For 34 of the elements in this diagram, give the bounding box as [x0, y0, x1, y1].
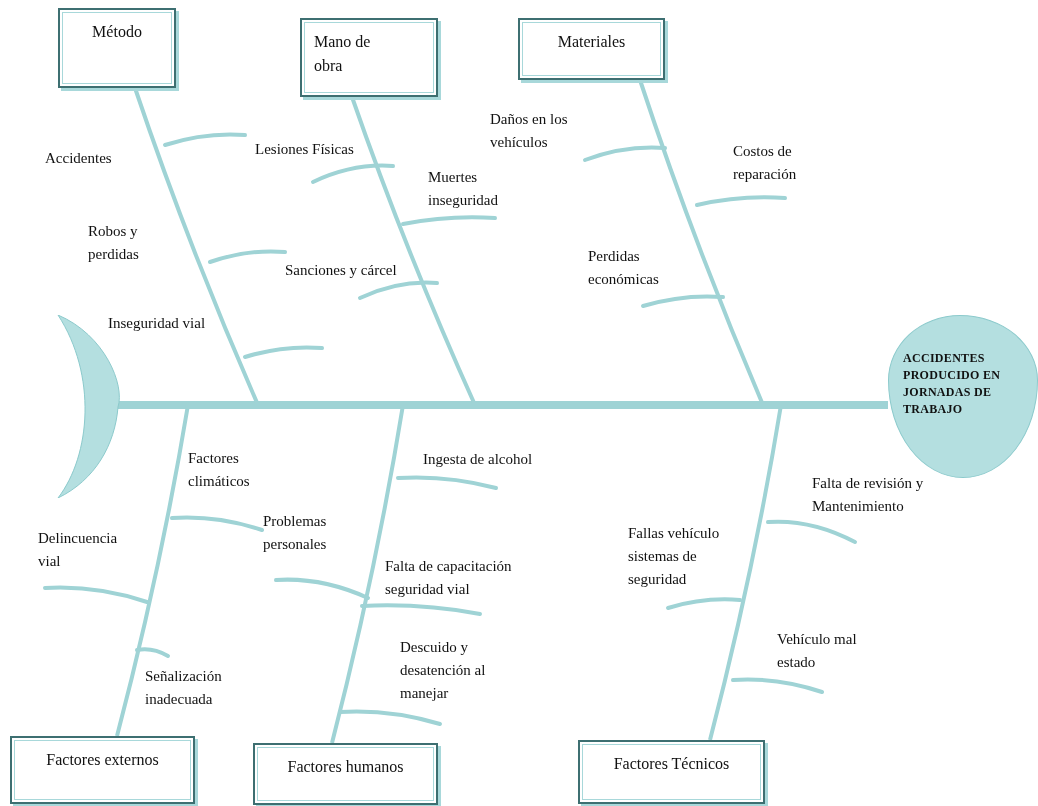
cause-label: Delincuencia vial: [38, 529, 119, 571]
cause-label: Inseguridad vial: [108, 314, 206, 333]
cause-label: Muertes inseguridad: [428, 168, 499, 210]
effect-label: ACCIDENTES PRODUCIDO EN JORNADAS DE TRABAJO: [903, 350, 1002, 418]
cause-label: Factores climáticos: [188, 449, 251, 491]
cause-label: Robos y perdidas: [88, 222, 140, 264]
cause-label: Descuido y desatención al manejar: [400, 638, 487, 703]
category-label: Factores externos: [46, 750, 159, 770]
cause-label: Lesiones Físicas: [255, 140, 354, 159]
cause-label: Problemas personales: [263, 512, 328, 554]
category-box: [10, 736, 195, 804]
category-label: Materiales: [557, 32, 626, 52]
cause-label: Fallas vehículo sistemas de seguridad: [628, 524, 721, 589]
cause-label: Daños en los vehículos: [490, 110, 569, 152]
fish-spine: [118, 401, 888, 409]
fishbone-bone: [708, 403, 888, 741]
cause-label: Perdidas económicas: [588, 247, 660, 289]
cause-label: Vehículo mal estado: [777, 630, 858, 672]
category-box: [253, 743, 438, 805]
cause-label: Señalización inadecuada: [145, 667, 223, 709]
category-label: Mano de obra: [314, 32, 372, 76]
cause-label: Costos de reparación: [733, 142, 798, 184]
cause-label: Falta de capacitación seguridad vial: [385, 557, 513, 599]
cause-label: Sanciones y cárcel: [285, 261, 397, 280]
category-box: [58, 8, 176, 88]
cause-label: Ingesta de alcohol: [423, 450, 533, 469]
category-label: Factores Técnicos: [613, 754, 730, 774]
category-box: [518, 18, 665, 80]
cause-label: Accidentes: [45, 149, 112, 168]
category-box: [300, 18, 438, 97]
cause-label: Falta de revisión y Mantenimiento: [812, 474, 925, 516]
category-label: Factores humanos: [287, 757, 404, 777]
category-box: [578, 740, 765, 804]
category-label: Método: [92, 22, 142, 42]
